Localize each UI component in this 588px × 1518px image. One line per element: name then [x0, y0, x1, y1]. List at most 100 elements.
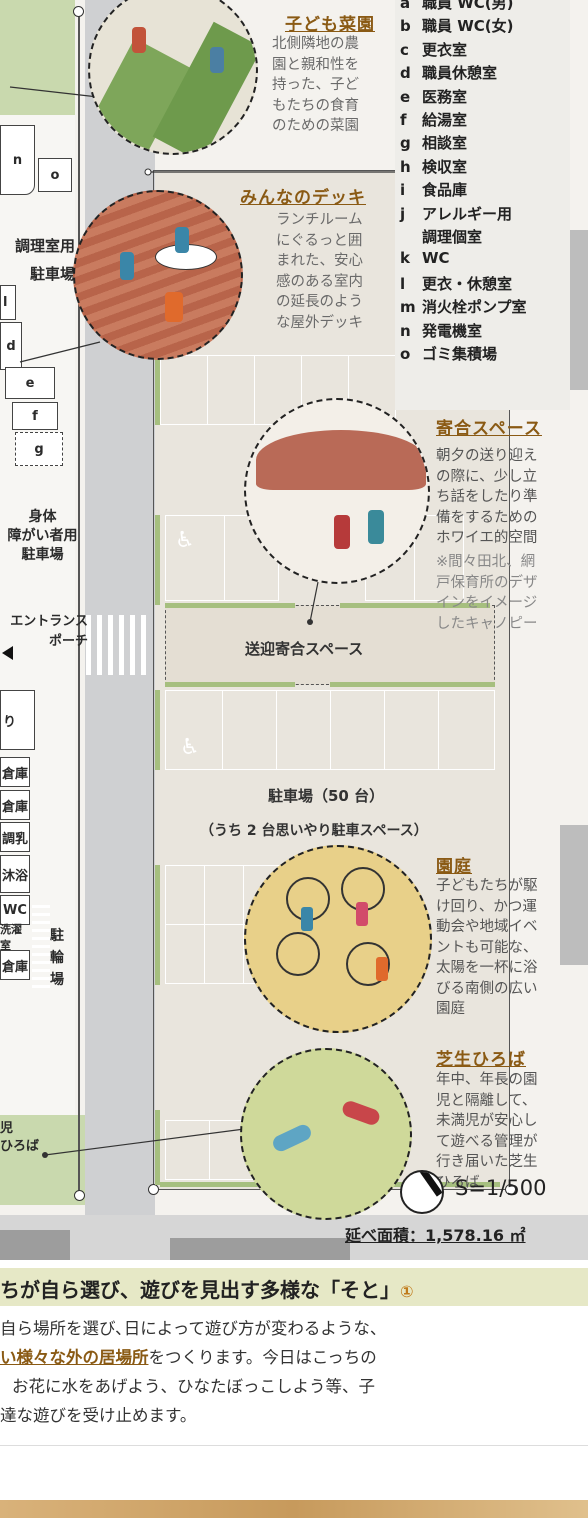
- legend-label: 相談室: [422, 134, 468, 153]
- legend-key: k: [400, 249, 410, 268]
- bottom-line-3: お花に水をあげよう、ひなたぼっこしよう等、子: [12, 1377, 375, 1396]
- laundry-room: 洗濯室: [0, 923, 22, 952]
- bottom-line-1: 自ら場所を選び､日によって遊び方が変わるような、: [0, 1319, 387, 1338]
- kitchen-parking-label: 調理室用 駐車場: [14, 237, 75, 283]
- legend-label: アレルギー用: [422, 204, 513, 223]
- bottom-line-2-emph: い様々な外の居場所: [0, 1348, 149, 1367]
- gathering-text: 朝夕の送り迎え の際に、少し立 ち話をしたり準 備をするための ホワイエ的空間: [436, 448, 538, 546]
- legend-key: c: [400, 40, 409, 59]
- bottom-heading-num: ①: [400, 1282, 414, 1301]
- legend-row: h 検収室: [400, 156, 467, 177]
- boundary-node: [73, 6, 84, 17]
- gathering-illustration: [244, 398, 430, 584]
- parking-stall: [414, 515, 464, 601]
- legend-key: f: [400, 111, 407, 129]
- parking-row-3: [165, 690, 495, 770]
- legend-row: 調理個室: [400, 226, 482, 247]
- boundary-node: [148, 1184, 159, 1195]
- green-strip: [155, 690, 160, 770]
- scale-label: S=1/500: [455, 1176, 547, 1200]
- bottom-line-4: 達な遊びを受け止めます。: [0, 1406, 197, 1425]
- bottom-heading-bar: [0, 1268, 588, 1306]
- legend-key: l: [400, 274, 406, 293]
- disabled-parking-label: 身体 障がい者用 駐車場: [7, 509, 78, 563]
- legend-key: h: [400, 157, 411, 176]
- bike-rack: [32, 905, 50, 990]
- legend-label: 職員 WC(男): [422, 0, 514, 12]
- legend-label: 更衣・休憩室: [422, 274, 513, 293]
- crosswalk: [86, 615, 146, 675]
- room-l: l: [0, 285, 16, 320]
- green-strip: [330, 682, 495, 687]
- deck-text: ランチルーム にぐるっと囲 まれた、安心 感のある室内 の延長のよう な屋外デッ…: [276, 212, 363, 331]
- kitchen-garden-area: [0, 0, 75, 115]
- legend-key: a: [400, 0, 411, 12]
- leader-lines: [9, 86, 395, 1158]
- parking-stall: [438, 690, 495, 770]
- room-ri: り: [0, 690, 35, 750]
- deck-title: みんなのデッキ: [240, 188, 366, 208]
- legend-label: ゴミ集積場: [422, 345, 498, 363]
- legend-label: 調理個室: [422, 228, 483, 246]
- boundary-node: [505, 1184, 516, 1195]
- green-strip: [165, 603, 295, 608]
- milk-room: 調乳: [0, 822, 30, 852]
- green-strip: [155, 865, 160, 985]
- storage-1: 倉庫: [0, 757, 30, 787]
- green-strip: [155, 515, 160, 605]
- legend-row: o ゴミ集積場: [400, 343, 497, 364]
- legend-label: 発電機室: [422, 321, 483, 340]
- green-strip: [155, 355, 160, 425]
- bottom-line-2-rest: をつくります。今日はこっちの: [148, 1348, 377, 1367]
- lawn-plaza-label: 児 ひろば: [0, 1121, 40, 1154]
- room-d: d: [0, 322, 22, 370]
- green-strip: [340, 603, 490, 608]
- accessible-icon-2: ♿: [180, 735, 200, 760]
- gathering-note: ※間々田北、網 戸保育所のデザ インをイメージ したキャノピー: [436, 554, 538, 632]
- kitchen-garden-illustration: [88, 0, 258, 155]
- wc-room: WC: [0, 895, 30, 925]
- legend-label: 検収室: [422, 157, 468, 176]
- legend-label: 医務室: [422, 87, 468, 106]
- room-e: e: [5, 367, 55, 399]
- gathering-title: 寄合スペース: [436, 419, 542, 439]
- garden-text: 子どもたちが駆 け回り、かつ運 動会や地域イベ ントも可能な、 太陽を一杯に浴 …: [436, 878, 538, 1017]
- garden-illustration: [244, 845, 432, 1033]
- site-boundary-left: [78, 10, 80, 1195]
- entrance-arrow-icon: [2, 646, 13, 660]
- legend-row: k WC: [400, 249, 450, 267]
- accessible-icon-1: ♿: [175, 528, 195, 553]
- legend-key: i: [400, 181, 406, 200]
- bottom-heading: ちが自ら選び、遊びを見出す多様な「そと」①: [0, 1274, 414, 1303]
- bottom-heading-text: ちが自ら選び、遊びを見出す多様な「そと」: [0, 1278, 400, 1302]
- green-strip: [155, 1110, 160, 1185]
- bath-room: 沐浴: [0, 855, 30, 893]
- storage-2: 倉庫: [0, 790, 30, 820]
- garden-title: 園庭: [436, 857, 472, 877]
- legend-label: 職員 WC(女): [422, 17, 514, 36]
- bottom-photo-strip: [0, 1500, 588, 1518]
- room-f: f: [12, 402, 58, 430]
- legend-key: m: [400, 298, 416, 317]
- kitchen-garden-text: 北側隣地の農 園と親和性を 持った、子ど もたちの食育 のための菜園: [272, 36, 359, 134]
- legend-row: l 更衣・休憩室: [400, 273, 512, 294]
- lawn-area: [0, 1115, 85, 1205]
- legend-key: o: [400, 345, 411, 363]
- legend-label: 消火栓ポンプ室: [422, 298, 527, 317]
- legend-label: WC: [422, 249, 450, 268]
- legend-panel: [395, 0, 570, 410]
- entrance-label: エントランス ポーチ: [10, 614, 88, 649]
- lawn-illustration: [240, 1048, 412, 1220]
- storage-3: 倉庫: [0, 950, 30, 980]
- floor-area: 延べ面積：1,578.16 ㎡: [345, 1226, 526, 1245]
- bottom-line-2: い様々な外の居場所をつくります。今日はこっちの: [0, 1343, 377, 1372]
- legend-row: m 消火栓ポンプ室: [400, 296, 527, 317]
- north-arrow-icon: [400, 1170, 444, 1214]
